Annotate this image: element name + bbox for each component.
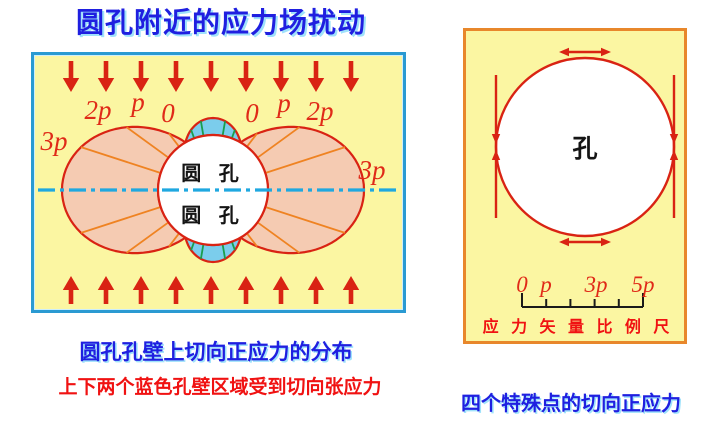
scale-label-0: 0 — [516, 272, 528, 297]
stress-label-0-left: 0 — [161, 98, 175, 128]
radial-line — [168, 133, 180, 148]
pressure-arrow-down-icon — [132, 61, 150, 92]
pressure-arrow-down-icon — [202, 61, 220, 92]
pressure-arrow-down-icon — [342, 61, 360, 92]
stress-value-labels: 3p 2p p 0 0 p 2p 3p — [40, 87, 386, 185]
scale-label-p: p — [538, 272, 552, 297]
stress-label-3p-right: 3p — [358, 155, 386, 185]
hole-label-top: 圆 孔 — [181, 162, 245, 185]
top-pressure-arrows — [62, 61, 360, 92]
arrowhead-up-icon — [669, 150, 679, 160]
radial-line — [221, 244, 226, 260]
radial-line — [190, 241, 196, 251]
pressure-arrow-up-icon — [167, 276, 185, 304]
pressure-arrow-down-icon — [307, 61, 325, 92]
radial-line — [246, 133, 258, 148]
radial-line — [221, 120, 226, 136]
hole-label-bottom: 圆 孔 — [181, 204, 245, 227]
radial-line — [126, 221, 170, 254]
stress-vector-arrows — [491, 47, 679, 247]
radial-line — [230, 129, 236, 139]
arrowhead-left-icon — [559, 237, 569, 247]
pressure-arrow-up-icon — [62, 276, 80, 304]
radial-line — [126, 126, 170, 159]
pressure-arrow-up-icon — [132, 276, 150, 304]
stress-label-3p-left: 3p — [40, 126, 68, 156]
pressure-arrow-down-icon — [272, 61, 290, 92]
radial-line — [190, 129, 196, 139]
scale-label-3p: 3p — [584, 272, 608, 297]
stress-distribution-diagram: 3p 2p p 0 0 p 2p 3p 圆 孔 圆 孔 — [38, 61, 399, 304]
radial-line — [80, 206, 161, 234]
arrowhead-right-icon — [601, 237, 611, 247]
radial-line — [230, 241, 236, 251]
pressure-arrow-up-icon — [202, 276, 220, 304]
pressure-arrow-up-icon — [342, 276, 360, 304]
arrowhead-left-icon — [559, 47, 569, 57]
stress-label-p-right: p — [275, 88, 291, 118]
scale-ruler — [521, 293, 644, 308]
caption-right-main: 四个特殊点的切向正应力 — [461, 393, 681, 415]
stress-distribution-panel: 3p 2p p 0 0 p 2p 3p 圆 孔 圆 孔 — [31, 52, 406, 313]
pressure-arrow-down-icon — [97, 61, 115, 92]
hole-label: 孔 — [572, 135, 597, 163]
pressure-arrow-down-icon — [167, 61, 185, 92]
pressure-arrow-up-icon — [97, 276, 115, 304]
special-points-panel: 孔 0 p 3p 5p 应 力 矢 量 比 例 尺 — [463, 28, 687, 344]
scale-caption: 应 力 矢 量 比 例 尺 — [483, 317, 674, 336]
stress-label-2p-left: 2p — [85, 95, 112, 125]
stress-label-0-right: 0 — [245, 98, 259, 128]
radial-line — [246, 232, 258, 247]
special-points-diagram: 孔 0 p 3p 5p 应 力 矢 量 比 例 尺 — [483, 47, 679, 336]
arrowhead-down-icon — [491, 134, 501, 144]
radial-line — [256, 126, 300, 159]
radial-line — [265, 206, 346, 234]
arrowhead-right-icon — [601, 47, 611, 57]
stress-label-2p-right: 2p — [307, 96, 334, 126]
pressure-arrow-down-icon — [237, 61, 255, 92]
arrowhead-down-icon — [669, 134, 679, 144]
radial-line — [200, 120, 205, 136]
page-title: 圆孔附近的应力场扰动 — [75, 7, 366, 38]
pressure-arrow-up-icon — [272, 276, 290, 304]
pressure-arrow-down-icon — [62, 61, 80, 92]
radial-line — [265, 146, 346, 174]
caption-left-sub: 上下两个蓝色孔壁区域受到切向张应力 — [58, 377, 382, 398]
caption-left-main: 圆孔孔壁上切向正应力的分布 — [79, 341, 353, 364]
scale-ruler-labels: 0 p 3p 5p — [516, 272, 654, 297]
pressure-arrow-up-icon — [307, 276, 325, 304]
arrowhead-up-icon — [491, 150, 501, 160]
stress-label-p-left: p — [129, 87, 145, 117]
radial-line — [168, 232, 180, 247]
radial-line — [256, 221, 300, 254]
radial-line — [80, 146, 161, 174]
pressure-arrow-up-icon — [237, 276, 255, 304]
scale-label-5p: 5p — [632, 272, 655, 297]
bottom-pressure-arrows — [62, 276, 360, 304]
radial-line — [200, 244, 205, 260]
